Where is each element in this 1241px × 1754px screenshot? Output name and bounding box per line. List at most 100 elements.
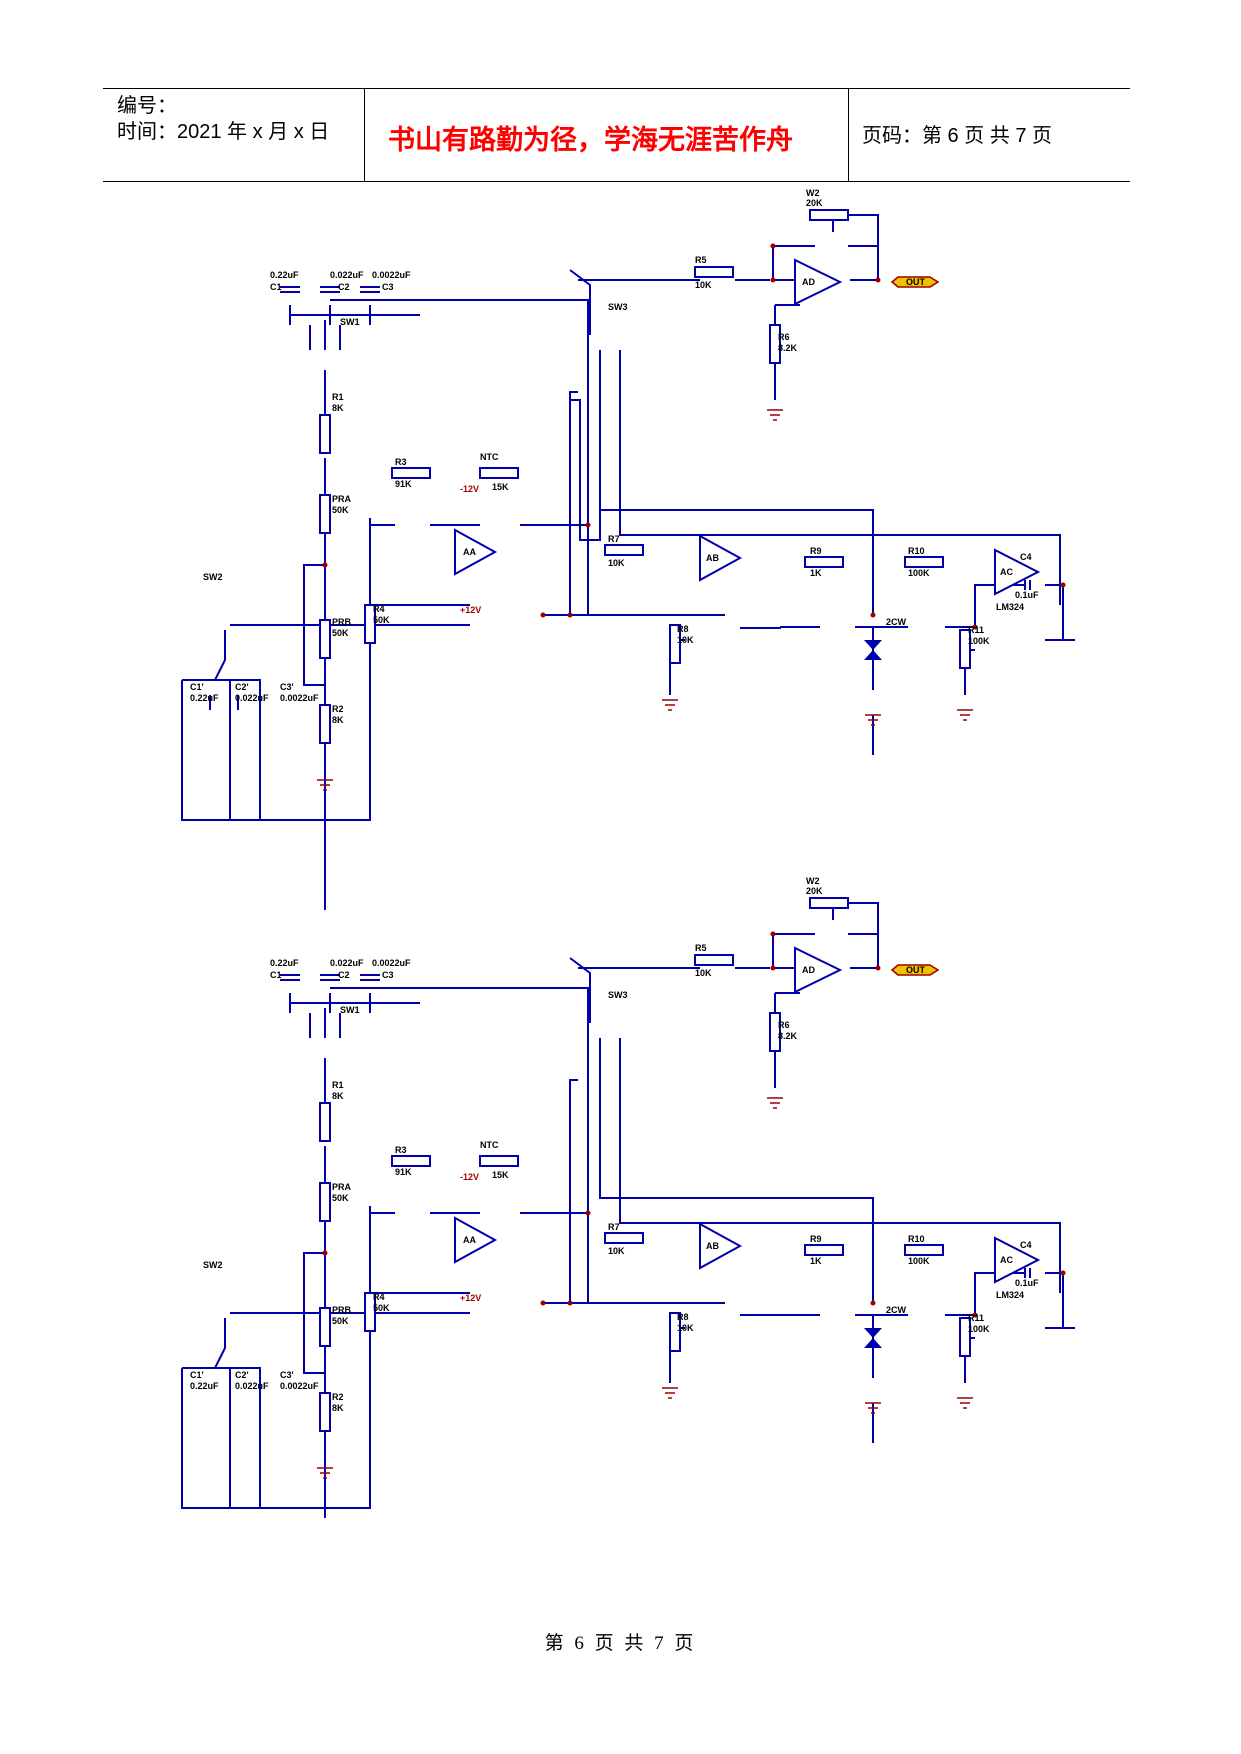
label-2cw: 2CW xyxy=(886,1305,907,1315)
label-ntc: NTC xyxy=(480,452,499,462)
label-c1p: C1' xyxy=(190,1370,204,1380)
resistor-r11 xyxy=(959,1317,971,1357)
header-top-rule xyxy=(103,88,1130,89)
resistor-r7 xyxy=(604,544,644,556)
potentiometer-prb xyxy=(319,619,331,659)
label-r7-value: 10K xyxy=(608,1246,625,1256)
label-r4-value: 50K xyxy=(373,1303,390,1313)
label-negative-supply: -12V xyxy=(460,1172,479,1182)
header-motto: 书山有路勤为径，学海无涯苦作舟 xyxy=(388,125,793,155)
label-r10: R10 xyxy=(908,546,925,556)
label-w2: W2 xyxy=(806,188,820,198)
label-c2p-value: 0.022uF xyxy=(235,693,269,703)
header-bottom-rule xyxy=(103,181,1130,182)
resistor-r2 xyxy=(319,704,331,744)
potentiometer-pra xyxy=(319,494,331,534)
label-c3p: C3' xyxy=(280,1370,294,1380)
label-c1: C1 xyxy=(270,282,282,292)
label-c3-value: 0.0022uF xyxy=(372,958,411,968)
potentiometer-pra xyxy=(319,1182,331,1222)
label-c3-value: 0.0022uF xyxy=(372,270,411,280)
label-r9: R9 xyxy=(810,546,822,556)
capacitor-c4 xyxy=(1024,1268,1031,1278)
resistor-r3 xyxy=(391,1155,431,1167)
page-footer: 第 6 页 共 7 页 xyxy=(544,1633,697,1654)
resistor-r10 xyxy=(904,1244,944,1256)
thermistor-ntc xyxy=(479,1155,519,1167)
label-r4-value: 50K xyxy=(373,615,390,625)
label-pra: PRA xyxy=(332,1182,352,1192)
label-w2-value: 20K xyxy=(806,886,823,896)
resistor-r4 xyxy=(364,604,376,644)
output-port-out xyxy=(890,964,940,976)
label-w2: W2 xyxy=(806,876,820,886)
label-negative-supply: -12V xyxy=(460,484,479,494)
label-ntc: NTC xyxy=(480,1140,499,1150)
label-c4: C4 xyxy=(1020,552,1032,562)
ground-symbols xyxy=(317,1097,973,1479)
label-c1p: C1' xyxy=(190,682,204,692)
label-ntc-value: 15K xyxy=(492,1170,509,1180)
label-r5-value: 10K xyxy=(695,968,712,978)
label-c1-value: 0.22uF xyxy=(270,958,299,968)
label-r8-value: 10K xyxy=(677,635,694,645)
opamp-ac xyxy=(994,548,1041,596)
label-c4-value: 0.1uF xyxy=(1015,1278,1039,1288)
label-sw2: SW2 xyxy=(203,1260,223,1270)
label-c3p-value: 0.0022uF xyxy=(280,693,319,703)
label-r3: R3 xyxy=(395,1145,407,1155)
label-c2: C2 xyxy=(338,970,350,980)
label-r5-value: 10K xyxy=(695,280,712,290)
resistor-r11 xyxy=(959,629,971,669)
label-r10-value: 100K xyxy=(908,568,930,578)
opamp-ac xyxy=(994,1236,1041,1284)
label-r1: R1 xyxy=(332,392,344,402)
label-r11: R11 xyxy=(968,1313,984,1323)
label-r2: R2 xyxy=(332,1392,344,1402)
resistor-r6 xyxy=(769,324,781,364)
label-r5: R5 xyxy=(695,255,707,265)
resistor-r2 xyxy=(319,1392,331,1432)
label-c3: C3 xyxy=(382,970,394,980)
label-sw3: SW3 xyxy=(608,302,628,312)
label-opamp-ac: AC xyxy=(1000,567,1013,577)
label-c3: C3 xyxy=(382,282,394,292)
label-c4-value: 0.1uF xyxy=(1015,590,1039,600)
label-r7-value: 10K xyxy=(608,558,625,568)
label-c1p-value: 0.22uF xyxy=(190,693,219,703)
ground-symbols xyxy=(317,409,973,791)
label-c2-value: 0.022uF xyxy=(330,270,364,280)
label-r8: R8 xyxy=(677,624,689,634)
label-sw2: SW2 xyxy=(203,572,223,582)
label-r1: R1 xyxy=(332,1080,344,1090)
resistor-r10 xyxy=(904,556,944,568)
label-r9: R9 xyxy=(810,1234,822,1244)
label-out: OUT xyxy=(906,965,926,975)
label-lm324: LM324 xyxy=(996,1290,1024,1300)
label-c2: C2 xyxy=(338,282,350,292)
opamp-ab xyxy=(699,534,743,582)
label-opamp-aa: AA xyxy=(463,547,476,557)
label-prb: PRB xyxy=(332,617,352,627)
label-ntc-value: 15K xyxy=(492,482,509,492)
capacitor-c4 xyxy=(1024,580,1031,590)
schematic-wiring xyxy=(181,902,1075,1518)
label-2cw: 2CW xyxy=(886,617,907,627)
label-r11: R11 xyxy=(968,625,984,635)
resistor-r4 xyxy=(364,1292,376,1332)
potentiometer-w2 xyxy=(809,897,849,909)
label-r1-value: 8K xyxy=(332,403,344,413)
label-opamp-ab: AB xyxy=(706,553,719,563)
label-opamp-ad: AD xyxy=(802,277,815,287)
header-divider-left xyxy=(364,88,365,181)
label-r1-value: 8K xyxy=(332,1091,344,1101)
resistor-r5 xyxy=(694,266,734,278)
label-positive-supply: +12V xyxy=(460,605,481,615)
label-w2-value: 20K xyxy=(806,198,823,208)
resistor-r1 xyxy=(319,414,331,454)
potentiometer-prb xyxy=(319,1307,331,1347)
label-c3p-value: 0.0022uF xyxy=(280,1381,319,1391)
label-c2p: C2' xyxy=(235,682,249,692)
label-r8-value: 10K xyxy=(677,1323,694,1333)
label-r4: R4 xyxy=(373,604,385,614)
